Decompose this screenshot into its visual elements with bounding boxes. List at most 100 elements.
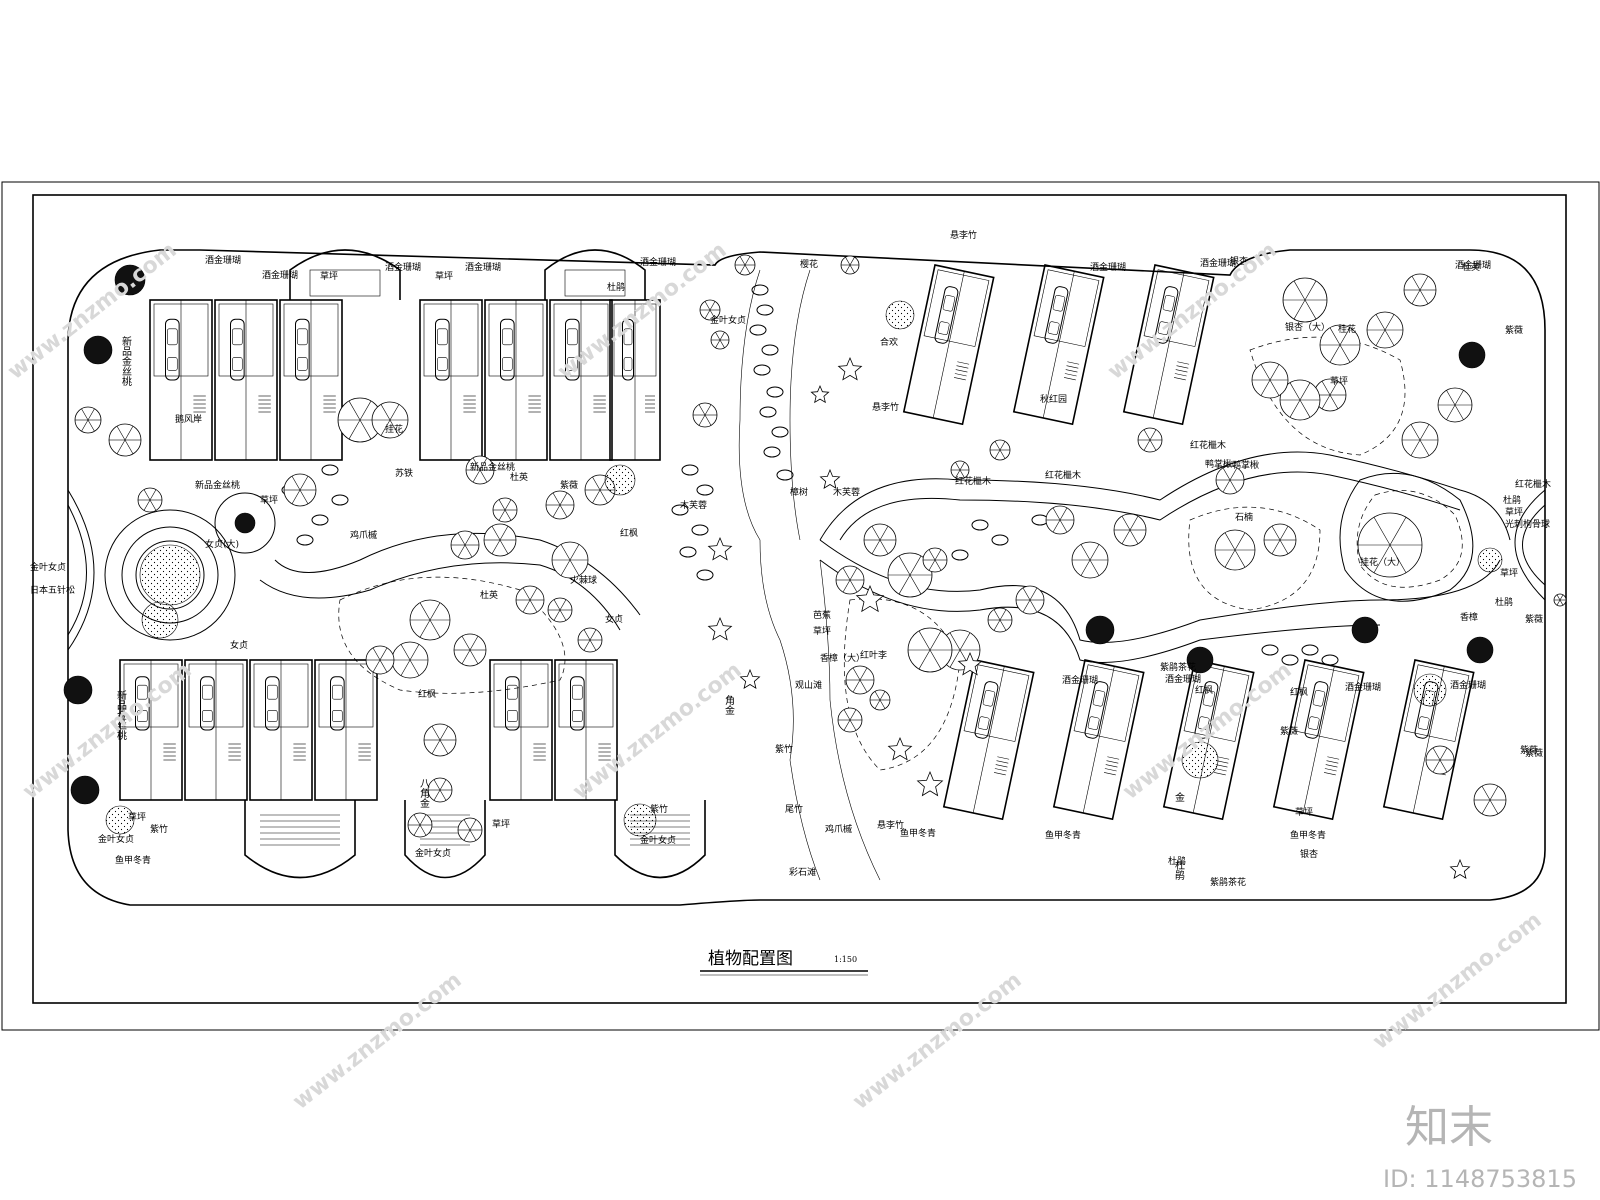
- tree-symbol: [887, 552, 933, 598]
- plant-label: 女贞: [605, 613, 623, 625]
- stepping-stone: [759, 406, 777, 418]
- plant-label: 紫竹: [775, 743, 793, 755]
- plant-label: 芭蕉: [813, 609, 831, 621]
- shrub-symbol: [739, 668, 761, 689]
- stream: [738, 269, 821, 881]
- stepping-stones: [281, 284, 1339, 666]
- diagonal-watermark: www.znzmo.com: [1368, 908, 1546, 1055]
- plant-label: 草坪: [1505, 506, 1523, 518]
- brand-watermark: 知末: [1405, 1102, 1493, 1153]
- plant-label: 红花檵木: [1045, 469, 1081, 481]
- plant-label: 酒金珊瑚: [465, 261, 501, 273]
- tree-symbol: [840, 255, 860, 275]
- car-symbol: [500, 318, 515, 381]
- tree-symbol: [365, 645, 395, 675]
- stepping-stone: [766, 386, 784, 398]
- building-unit: [279, 299, 343, 461]
- trees: [63, 254, 1567, 879]
- tree-symbol: [391, 641, 429, 679]
- stepping-stone: [991, 534, 1009, 546]
- plant-label: 杜英: [510, 471, 528, 483]
- tree-symbol: [1437, 387, 1473, 423]
- stepping-stone: [771, 426, 789, 438]
- plant-label: 紫薇: [1280, 725, 1298, 737]
- tree-symbol: [337, 397, 383, 443]
- plant-label: 红花檵木: [1190, 439, 1226, 451]
- watermarks: www.znzmo.com www.znzmo.com www.znzmo.com w…: [3, 238, 1546, 1115]
- diagonal-watermark: www.znzmo.com: [288, 968, 466, 1115]
- plant-label: 银杏: [1300, 848, 1318, 860]
- stepping-stone: [311, 514, 329, 526]
- plant-label: 鱼甲冬青: [900, 827, 936, 839]
- tree-symbol: [1071, 541, 1109, 579]
- plant-label: 紫鹃茶花: [1210, 876, 1246, 888]
- plant-label: 火棘球: [570, 574, 597, 586]
- building-unit: [1272, 659, 1365, 821]
- vertical-plant-label: 金: [1173, 791, 1185, 802]
- plant-label: 尾竹: [785, 803, 803, 815]
- plant-label: 草坪: [435, 270, 453, 282]
- outer-frame: [1, 181, 1600, 1031]
- stepping-stone: [753, 364, 771, 376]
- plant-label: 金叶女贞: [710, 314, 746, 326]
- stepping-stone: [776, 469, 794, 481]
- plant-label: 苏铁: [395, 467, 413, 479]
- diagonal-watermark: www.znzmo.com: [848, 968, 1026, 1115]
- stepping-stone: [331, 494, 349, 506]
- plant-label: 新品金丝桃: [470, 461, 515, 473]
- hedge-cluster: [1181, 741, 1219, 779]
- car-symbol: [1044, 286, 1069, 344]
- tree-symbol: [1401, 421, 1439, 459]
- stepping-stone: [321, 464, 339, 476]
- plant-label: 石楠: [1235, 511, 1253, 523]
- shrub-symbol: [855, 584, 885, 613]
- plant-label: 日本五针松: [30, 584, 75, 596]
- tree-symbol: [835, 565, 865, 595]
- car-symbol: [295, 318, 310, 381]
- plant-label: 草坪: [813, 625, 831, 637]
- vertical-plant-label: 新品金丝桃: [120, 335, 132, 387]
- stepping-stone: [671, 504, 689, 516]
- shrub-symbol: [957, 651, 983, 676]
- tree-symbol: [137, 487, 163, 513]
- car-symbol: [230, 318, 245, 381]
- tree-symbol: [371, 401, 409, 439]
- car-symbol: [135, 676, 150, 731]
- plant-label: 香樟: [1460, 611, 1478, 623]
- diagonal-watermark: www.znzmo.com: [1103, 238, 1281, 385]
- plant-label: 草坪: [1500, 567, 1518, 579]
- plant-label: 酒金珊瑚: [1455, 259, 1491, 271]
- tree-symbol: [1425, 745, 1455, 775]
- car-symbol: [570, 676, 585, 731]
- tree-symbol: [108, 423, 142, 457]
- building-unit: [1012, 264, 1105, 426]
- tree-symbol: [1553, 593, 1567, 607]
- tree-symbol: [423, 723, 457, 757]
- plant-label: 杜英: [480, 589, 498, 601]
- building-unit: [149, 299, 213, 461]
- plant-label: 新品金丝桃: [195, 479, 240, 491]
- plant-label: 光刺枸骨球: [1505, 518, 1550, 530]
- id-watermark: ID: 1148753815: [1383, 1165, 1577, 1193]
- building-unit: [902, 264, 995, 426]
- diagonal-watermark: www.znzmo.com: [1118, 658, 1296, 805]
- plant-label: 鸭掌楸: [1205, 458, 1232, 470]
- left-court: [67, 489, 95, 651]
- tree-symbol: [492, 497, 518, 523]
- plant-label: 酒金珊瑚: [1200, 257, 1236, 269]
- car-symbol: [974, 681, 999, 739]
- car-symbol: [1304, 681, 1329, 739]
- tree-symbol: [1366, 311, 1404, 349]
- plant-label: 酒金珊瑚: [1062, 674, 1098, 686]
- tree-symbol: [283, 473, 317, 507]
- inner-frame: [32, 194, 1567, 1004]
- conifer-symbol: [83, 335, 113, 365]
- tree-symbol: [1473, 783, 1507, 817]
- tree-symbol: [74, 406, 102, 434]
- shrub-symbol: [819, 468, 841, 489]
- tree-symbol: [1279, 379, 1321, 421]
- hedge-cluster: [1413, 673, 1447, 707]
- conifer-symbol: [1085, 615, 1115, 645]
- plant-label: 金叶女贞: [415, 847, 451, 859]
